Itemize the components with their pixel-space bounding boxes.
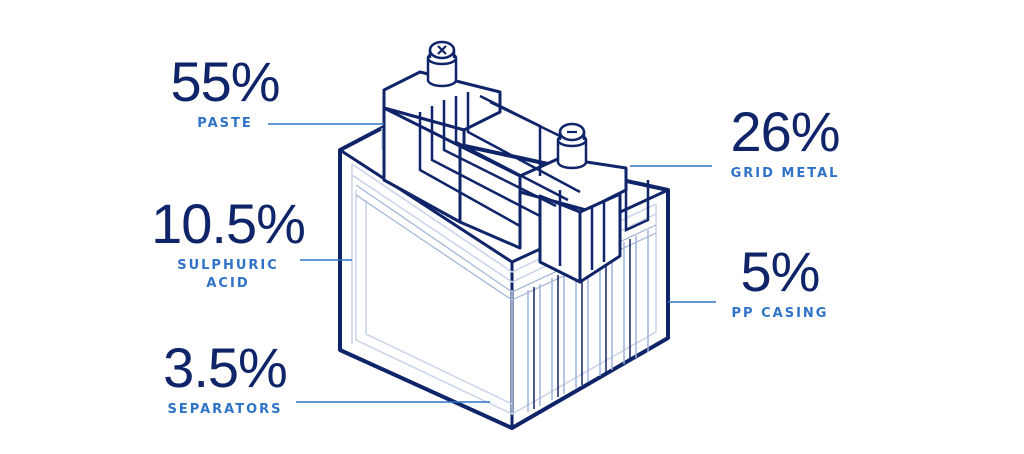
plus-terminal-icon bbox=[437, 45, 447, 55]
label-pp-casing: 5% PP CASING bbox=[710, 244, 850, 322]
lid-right-bracket bbox=[558, 180, 650, 270]
plates-stack-dark bbox=[533, 239, 631, 409]
pp-percent: 5% bbox=[740, 240, 821, 303]
negative-terminal bbox=[556, 122, 588, 170]
plates-stack bbox=[527, 230, 649, 412]
paste-name: PASTE bbox=[197, 116, 253, 131]
paste-percent: 55% bbox=[170, 50, 280, 113]
label-separators: 3.5% SEPARATORS bbox=[130, 340, 320, 418]
pp-name: PP CASING bbox=[731, 306, 829, 321]
label-paste: 55% PASTE bbox=[140, 54, 310, 132]
separators-name: SEPARATORS bbox=[167, 402, 283, 417]
grid-name: GRID METAL bbox=[730, 166, 840, 181]
separators-percent: 3.5% bbox=[163, 336, 288, 399]
grid-percent: 26% bbox=[730, 100, 840, 163]
acid-percent: 10.5% bbox=[151, 192, 306, 255]
label-sulphuric-acid: 10.5% SULPHURIC ACID bbox=[128, 196, 328, 292]
cell-partitions bbox=[418, 92, 581, 228]
acid-name-line2: ACID bbox=[206, 276, 250, 291]
battery-lid bbox=[382, 70, 628, 284]
label-grid-metal: 26% GRID METAL bbox=[700, 104, 870, 182]
leader-lines bbox=[268, 123, 716, 403]
acid-name-line1: SULPHURIC bbox=[177, 258, 279, 273]
